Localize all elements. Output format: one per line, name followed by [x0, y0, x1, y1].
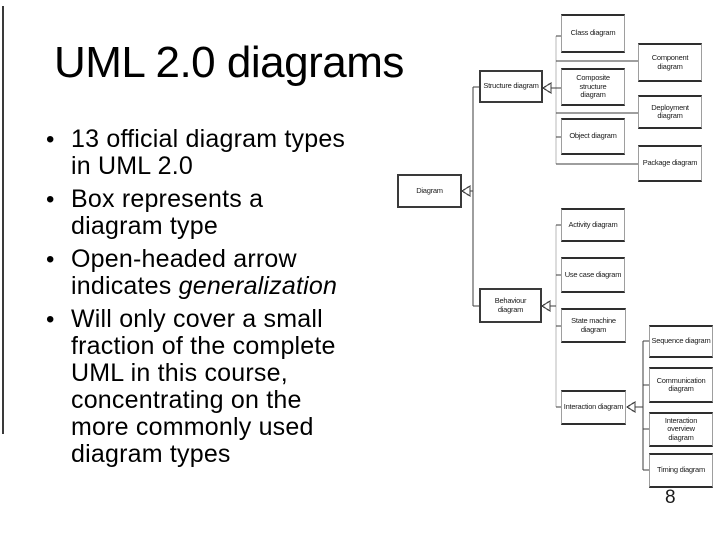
diagram-node-interaction-diagram: Interaction diagram [561, 390, 626, 425]
node-label: Structure diagram [483, 81, 539, 91]
diagram-node-package-diagram: Package diagram [638, 145, 702, 182]
node-label: Communication diagram [656, 375, 706, 393]
node-label: Interaction diagram [563, 402, 624, 412]
node-label: Sequence diagram [651, 336, 711, 346]
bullet-item-4: Will only cover a small fraction of the … [40, 306, 370, 468]
diagram-node-object-diagram: Object diagram [561, 118, 625, 155]
open-arrowhead-icon-behaviour-diagram [540, 299, 551, 313]
bullet-item-3: Open-headed arrow indicates generalizati… [40, 246, 370, 300]
node-label: Package diagram [642, 158, 698, 168]
diagram-node-activity-diagram: Activity diagram [561, 208, 625, 242]
diagram-node-behaviour-diagram: Behaviour diagram [479, 288, 542, 323]
diagram-node-structure-diagram: Structure diagram [479, 70, 543, 103]
node-label: Diagram [416, 185, 443, 195]
node-label: Object diagram [569, 131, 617, 141]
bullet-text: Will only cover a small fraction of the … [71, 305, 336, 468]
bullet-list: 13 official diagram types in UML 2.0Box … [40, 126, 370, 468]
diagram-node-composite-structure-diagram: Composite structure diagram [561, 68, 625, 106]
diagram-node-deployment-diagram: Deployment diagram [638, 95, 702, 129]
bullet-text: 13 official diagram types in UML 2.0 [71, 125, 346, 180]
diagram-node-timing-diagram: Timing diagram [649, 453, 713, 488]
diagram-node-diagram: Diagram [397, 174, 462, 208]
diagram-node-use-case-diagram: Use case diagram [561, 257, 625, 293]
diagram-node-state-machine-diagram: State machine diagram [561, 308, 626, 343]
open-arrowhead-icon-structure-diagram [541, 81, 552, 95]
open-arrowhead-icon-interaction-diagram [625, 400, 636, 414]
slide-title: UML 2.0 diagrams [54, 38, 404, 87]
diagram-node-class-diagram: Class diagram [561, 14, 625, 53]
node-label: Use case diagram [564, 269, 622, 279]
diagram-node-communication-diagram: Communication diagram [649, 367, 713, 403]
node-label: Timing diagram [657, 465, 705, 475]
slide-left-edge-artifact [2, 6, 4, 434]
bullet-text: Open-headed arrow indicates [71, 245, 297, 300]
diagram-node-component-diagram: Component diagram [638, 43, 702, 82]
node-label: Composite structure diagram [576, 73, 610, 100]
open-arrowhead-icon-diagram [460, 184, 471, 198]
node-label: Deployment diagram [651, 102, 689, 120]
diagram-node-sequence-diagram: Sequence diagram [649, 325, 713, 358]
node-label: Class diagram [570, 28, 616, 38]
bullet-text: Box represents a diagram type [71, 185, 264, 240]
node-label: Behaviour diagram [494, 296, 527, 314]
node-label: Interaction overview diagram [664, 415, 698, 442]
page-number: 8 [665, 487, 676, 508]
node-label: Component diagram [651, 53, 689, 71]
node-label: State machine diagram [571, 316, 616, 334]
node-label: Activity diagram [568, 219, 618, 229]
bullet-item-1: 13 official diagram types in UML 2.0 [40, 126, 370, 180]
bullet-italic-text: generalization [178, 272, 338, 300]
bullet-item-2: Box represents a diagram type [40, 186, 370, 240]
diagram-node-interaction-overview-diagram: Interaction overview diagram [649, 412, 713, 447]
